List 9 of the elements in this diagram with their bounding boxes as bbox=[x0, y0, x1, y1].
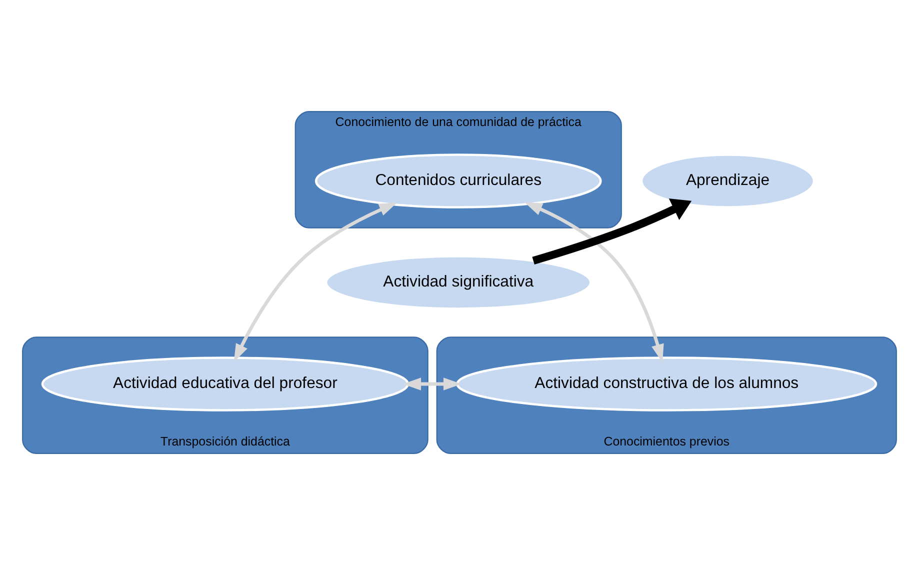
arrow bbox=[532, 198, 692, 264]
node-ellipse: Actividad educativa del profesor bbox=[41, 356, 410, 411]
arrow bbox=[234, 202, 398, 362]
node-ellipse: Actividad constructiva de los alumnos bbox=[456, 356, 878, 411]
node-ellipse: Aprendizaje bbox=[640, 153, 816, 208]
node-ellipse: Contenidos curriculares bbox=[314, 153, 602, 208]
arrow bbox=[402, 377, 462, 390]
node-ellipse: Actividad significativa bbox=[324, 254, 592, 310]
arrow bbox=[524, 202, 664, 362]
